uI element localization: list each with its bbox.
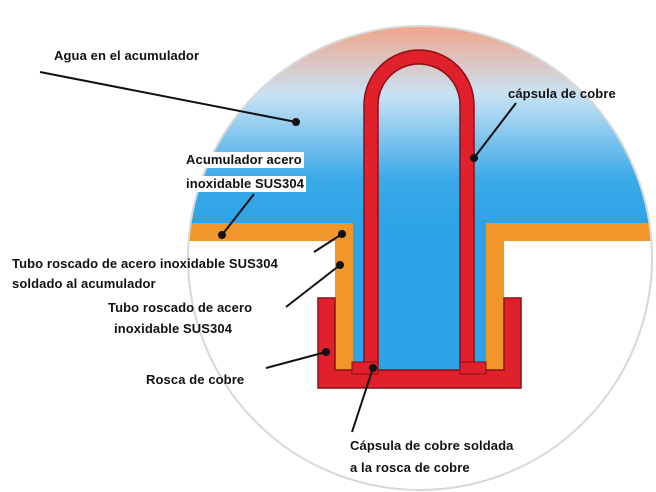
- leader-capsule: [473, 102, 517, 159]
- copper-thread: [317, 297, 522, 389]
- label-tank-line1: Acumulador acero: [184, 152, 304, 168]
- label-welded-capsule-line2: a la rosca de cobre: [350, 460, 470, 475]
- cutaway-circle: [187, 25, 653, 491]
- leader-water: [39, 71, 297, 123]
- leader-threaded-tube: [285, 264, 341, 308]
- tank-wall-left: [188, 223, 353, 241]
- label-threaded-tube-line2: inoxidable SUS304: [114, 321, 233, 336]
- label-copper-capsule: cápsula de cobre: [508, 86, 616, 101]
- capsule-foot-right: [459, 361, 487, 375]
- leader-tank: [221, 193, 255, 236]
- threaded-tube-right: [486, 223, 504, 370]
- label-copper-thread: Rosca de cobre: [146, 372, 245, 387]
- label-water: Agua en el acumulador: [54, 48, 200, 63]
- label-threaded-tube-line1: Tubo roscado de acero: [108, 300, 253, 315]
- label-welded-tube-line1: Tubo roscado de acero inoxidable SUS304: [12, 256, 278, 271]
- leader-copper-thread: [265, 351, 327, 369]
- tank-wall-right: [486, 223, 652, 241]
- copper-capsule: [363, 49, 475, 371]
- leader-welded-capsule: [351, 367, 374, 433]
- label-welded-capsule-line1: Cápsula de cobre soldada: [350, 438, 514, 453]
- label-tank-line2: inoxidable SUS304: [184, 176, 307, 192]
- leader-welded-tube: [313, 233, 343, 253]
- label-welded-tube-line2: soldado al acumulador: [12, 276, 156, 291]
- threaded-tube-left: [335, 223, 353, 370]
